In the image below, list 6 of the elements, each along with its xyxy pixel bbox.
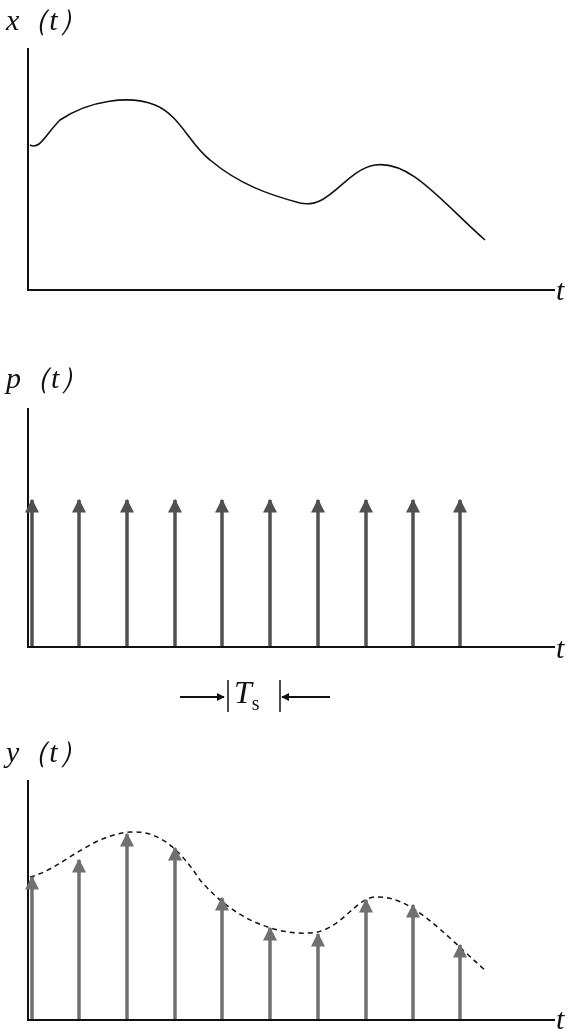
axis-label: t bbox=[556, 274, 565, 306]
axis-label: p（t） bbox=[6, 362, 90, 394]
axis-label: t bbox=[556, 1003, 565, 1035]
dimension-label: T$_{s}$ bbox=[234, 676, 260, 717]
axis-label: x（t） bbox=[6, 4, 88, 36]
axis-label: t bbox=[556, 632, 565, 664]
